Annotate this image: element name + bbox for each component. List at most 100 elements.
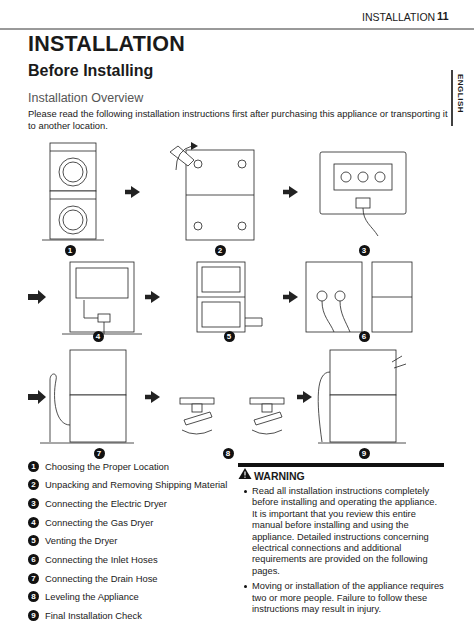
inlet-hose — [322, 301, 334, 332]
callout-number: 3 — [359, 245, 370, 256]
unit-back — [70, 262, 134, 332]
shipping-bolt — [194, 160, 202, 168]
callout-number: 8 — [223, 448, 234, 459]
unit-back — [186, 150, 254, 240]
step-list-item: 4 Connecting the Gas Dryer — [28, 514, 233, 530]
turn-arrow-head — [191, 142, 198, 150]
step-text: Unpacking and Removing Shipping Material — [45, 479, 227, 490]
unit-seam — [186, 195, 254, 196]
step-list-item: 2 Unpacking and Removing Shipping Materia… — [28, 477, 233, 493]
strain-relief — [356, 198, 370, 208]
leveling-foot — [192, 404, 202, 412]
header-rule — [0, 29, 474, 30]
flow-arrow — [125, 190, 132, 195]
bullet-dot — [244, 585, 247, 588]
turn-arrow — [252, 430, 282, 434]
flow-arrow — [283, 295, 290, 300]
callout-number: 1 — [65, 245, 76, 256]
step-number: 5 — [28, 535, 39, 546]
shipping-bolt — [238, 160, 246, 168]
step-text: Connecting the Drain Hose — [45, 573, 158, 584]
step-number: 8 — [28, 591, 39, 602]
warning-box: WARNING Read all installation instruction… — [238, 463, 444, 595]
unit-back — [306, 262, 362, 332]
terminal-screw — [375, 172, 385, 182]
warning-heading: WARNING — [254, 470, 444, 482]
step-text: Choosing the Proper Location — [45, 461, 169, 472]
step-number: 9 — [28, 610, 39, 621]
gas-valve — [98, 314, 110, 322]
wrench — [254, 412, 282, 425]
wrench — [184, 412, 212, 425]
step-text: Connecting the Electric Dryer — [45, 498, 167, 509]
step-text: Connecting the Inlet Hoses — [45, 554, 158, 565]
unit-seam — [372, 297, 412, 298]
turn-arrow — [182, 430, 212, 434]
terminal-block — [334, 164, 392, 190]
step-illustration: 7 — [50, 345, 145, 459]
shipping-bolt — [194, 222, 202, 230]
terminal-screw — [341, 172, 351, 182]
wrench — [170, 146, 194, 166]
door-outline — [202, 302, 240, 327]
step-text: Leveling the Appliance — [45, 591, 139, 602]
step-text: Final Installation Check — [45, 610, 142, 621]
step-illustration: 4 — [50, 260, 145, 341]
step-text: Venting the Dryer — [45, 535, 117, 546]
step-list-item: 1 Choosing the Proper Location — [28, 458, 233, 474]
step-list-item: 3Connecting the Electric Dryer — [28, 495, 233, 511]
dryer-unit — [330, 350, 396, 395]
tab-rule — [451, 70, 453, 126]
washer-unit — [50, 191, 96, 239]
door-glass — [63, 210, 83, 230]
unit-seam — [197, 297, 245, 298]
step-list-item: 5 Venting the Dryer — [28, 533, 233, 549]
unit-side — [197, 262, 245, 332]
unit-base — [180, 398, 214, 404]
warning-icon — [239, 468, 252, 479]
row-arrow — [28, 290, 46, 304]
floor-line — [42, 240, 104, 241]
section-heading: Before Installing — [28, 62, 153, 80]
leveling-foot — [262, 404, 272, 412]
floor-line — [318, 443, 406, 444]
water-inlet — [317, 291, 327, 301]
turn-arrow — [176, 146, 192, 170]
door-ring — [59, 206, 87, 234]
step-illustration: 2 — [140, 142, 283, 257]
bullet-dot — [244, 490, 247, 493]
step-list-item: 9 Final Installation Check — [28, 608, 233, 624]
step-illustration: 3 — [298, 142, 430, 257]
step-number: 4 — [28, 517, 39, 528]
unit-back — [372, 262, 412, 332]
floor-line — [40, 443, 134, 444]
page-number: 11 — [437, 10, 449, 22]
step-text: Connecting the Gas Dryer — [45, 517, 153, 528]
warning-text: Read all installation instructions compl… — [252, 486, 444, 577]
vent-duct — [245, 318, 262, 326]
language-tab: ENGLISH — [456, 74, 465, 113]
check-marks — [392, 356, 406, 368]
step-number: 2 — [28, 479, 39, 490]
subsection-heading: Installation Overview — [28, 91, 143, 105]
header-section: INSTALLATION — [362, 11, 435, 23]
flow-arrow — [145, 295, 152, 300]
hose — [318, 372, 330, 442]
step-list-item: 7Connecting the Drain Hose — [28, 570, 233, 586]
flow-arrow — [297, 395, 304, 400]
dryer-unit — [70, 350, 126, 395]
power-cord — [363, 208, 378, 236]
door-glass — [63, 162, 83, 182]
terminal-cover — [320, 152, 406, 214]
unit-base — [250, 398, 284, 404]
step-illustration: 6 — [298, 260, 430, 341]
step-illustration: 1 — [35, 142, 125, 257]
inlet-hose — [340, 301, 350, 332]
step-illustration: 9 — [312, 345, 430, 459]
step-illustration: 8 — [160, 345, 297, 459]
step-number: 1 — [28, 461, 39, 472]
dryer-unit — [50, 143, 96, 191]
back-panel — [76, 268, 128, 298]
control-strip — [50, 199, 96, 200]
washer-unit — [70, 395, 126, 442]
